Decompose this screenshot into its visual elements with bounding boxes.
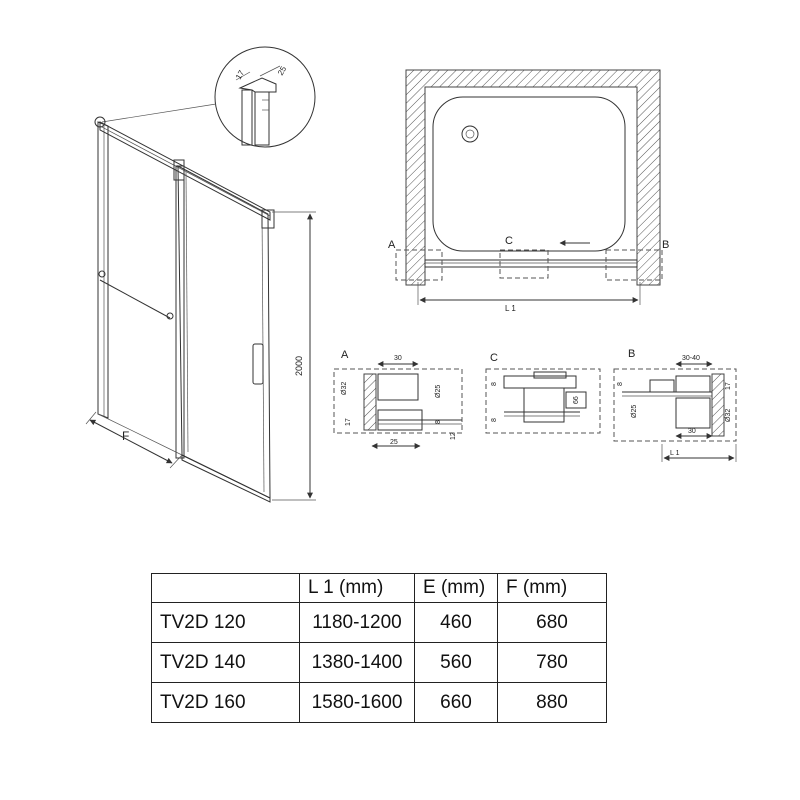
door-perspective-view: F 2000 bbox=[85, 121, 316, 503]
detail-c-frame bbox=[485, 368, 601, 434]
detail-a: A 30 Ø32 Ø25 17 8 25 12 bbox=[333, 349, 463, 449]
table-cell-l1: 1380-1400 bbox=[299, 642, 415, 683]
table-cell-f: 780 bbox=[497, 642, 607, 683]
detail-b-dim-30: 30 bbox=[688, 428, 696, 435]
dim-f-label: F bbox=[122, 429, 129, 443]
shower-tray bbox=[432, 96, 626, 252]
plan-dim-l1-label: L 1 bbox=[505, 304, 516, 313]
fixed-glass-panel bbox=[97, 121, 109, 419]
top-rail bbox=[99, 121, 271, 221]
dimensions-table: L 1 (mm) E (mm) F (mm) TV2D 120 1180-120… bbox=[151, 573, 607, 723]
dim-f-line bbox=[89, 419, 173, 464]
profile-detail: 17 25 bbox=[94, 46, 316, 148]
detail-c: C 8 8 66 bbox=[485, 352, 601, 434]
table-cell-l1: 1580-1600 bbox=[299, 682, 415, 723]
detail-c-dim-8b: 8 bbox=[491, 418, 498, 422]
plan-callout-a bbox=[395, 249, 443, 281]
plan-label-c: C bbox=[505, 235, 513, 247]
table-cell-model: TV2D 120 bbox=[151, 602, 300, 643]
plan-label-b: B bbox=[662, 239, 669, 251]
detail-a-wall bbox=[363, 373, 377, 431]
detail-c-title: C bbox=[490, 352, 498, 364]
detail-b-dim-8: 8 bbox=[617, 382, 624, 386]
drain-icon bbox=[461, 125, 479, 143]
table-cell-f: 680 bbox=[497, 602, 607, 643]
bottom-rail bbox=[181, 454, 271, 503]
detail-a-dim-8: 8 bbox=[435, 420, 442, 424]
detail-b-wall bbox=[711, 373, 725, 437]
detail-a-dim-17: 17 bbox=[345, 418, 352, 426]
detail-b-dim-l1: L 1 bbox=[670, 450, 680, 457]
detail-a-dim-30: 30 bbox=[394, 355, 402, 362]
detail-b-dim-d25: Ø25 bbox=[631, 405, 638, 418]
dim-height-label: 2000 bbox=[294, 356, 304, 376]
table-header-model bbox=[151, 573, 300, 603]
detail-c-dim-8a: 8 bbox=[491, 382, 498, 386]
detail-a-title: A bbox=[341, 349, 349, 361]
detail-b-title: B bbox=[628, 348, 635, 360]
plan-door-rail bbox=[424, 259, 638, 268]
profile-leader-line bbox=[101, 103, 217, 123]
detail-a-dim-12: 12 bbox=[450, 432, 457, 440]
sliding-glass-panel bbox=[177, 165, 271, 499]
plan-callout-b bbox=[605, 249, 663, 281]
door-stile bbox=[175, 165, 185, 459]
table-row: TV2D 120 1180-1200 460 680 bbox=[151, 602, 607, 643]
table-cell-f: 880 bbox=[497, 682, 607, 723]
table-cell-model: TV2D 140 bbox=[151, 642, 300, 683]
top-roller-left bbox=[173, 159, 185, 181]
detail-b-dim-30-40: 30-40 bbox=[682, 355, 700, 362]
plan-callout-c bbox=[499, 249, 549, 279]
detail-a-dim-d25: Ø25 bbox=[435, 385, 442, 398]
profile-magnifier-circle bbox=[214, 46, 316, 148]
detail-a-dim-25: 25 bbox=[390, 439, 398, 446]
table-cell-model: TV2D 160 bbox=[151, 682, 300, 723]
detail-a-dim-d32: Ø32 bbox=[341, 382, 348, 395]
table-cell-e: 560 bbox=[414, 642, 498, 683]
table-row: TV2D 160 1580-1600 660 880 bbox=[151, 682, 607, 723]
detail-b-dim-d32: Ø32 bbox=[725, 409, 732, 422]
table-row: TV2D 140 1380-1400 560 780 bbox=[151, 642, 607, 683]
table-header-l1: L 1 (mm) bbox=[299, 573, 415, 603]
table-header-e: E (mm) bbox=[414, 573, 498, 603]
top-roller-right bbox=[261, 209, 275, 229]
profile-dim-17: 17 bbox=[234, 68, 247, 81]
detail-b-frame bbox=[613, 368, 737, 442]
table-cell-e: 660 bbox=[414, 682, 498, 723]
table-header-row: L 1 (mm) E (mm) F (mm) bbox=[151, 573, 607, 603]
plan-view: A C B L 1 bbox=[388, 69, 669, 313]
detail-b: B 30-40 8 17 Ø25 Ø32 30 L 1 bbox=[613, 348, 737, 462]
table-header-f: F (mm) bbox=[497, 573, 607, 603]
detail-a-frame bbox=[333, 368, 463, 434]
table-cell-e: 460 bbox=[414, 602, 498, 643]
detail-c-dim-66: 66 bbox=[573, 396, 580, 404]
detail-b-dim-17: 17 bbox=[725, 382, 732, 390]
towel-bar bbox=[99, 279, 171, 319]
plan-label-a: A bbox=[388, 239, 396, 251]
profile-dim-25: 25 bbox=[276, 64, 289, 77]
profile-section bbox=[238, 77, 277, 146]
plan-wall-hatch bbox=[405, 69, 661, 286]
door-handle bbox=[252, 343, 264, 385]
table-cell-l1: 1180-1200 bbox=[299, 602, 415, 643]
